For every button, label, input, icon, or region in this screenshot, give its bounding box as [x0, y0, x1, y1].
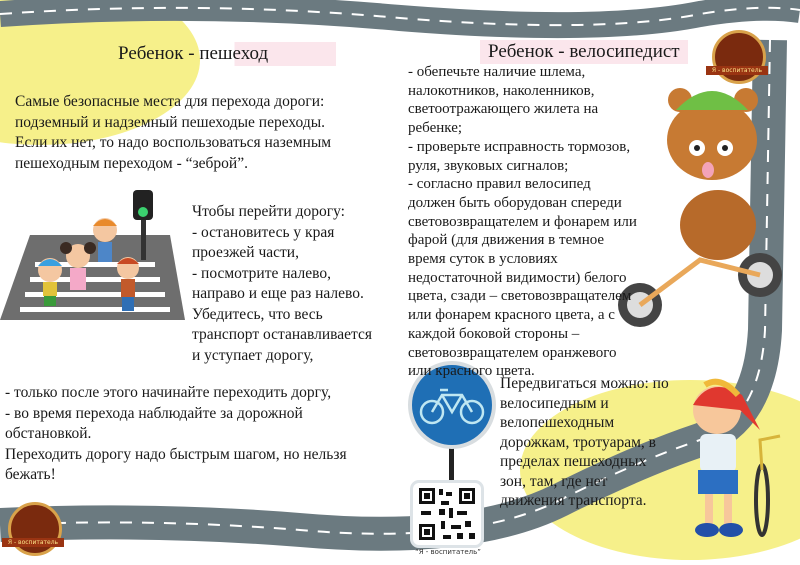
- yellow-blob-top-left: [0, 0, 200, 145]
- pedestrian-intro-text: Самые безопасные места для перехода доро…: [15, 93, 332, 172]
- bear-cyclist-illustration: [618, 88, 782, 327]
- qr-code[interactable]: [413, 483, 481, 545]
- boy-illustration: [693, 378, 781, 537]
- cyclist-section-title: Ребенок - велосипедист: [480, 40, 688, 64]
- crosswalk-illustration: [0, 190, 185, 320]
- brand-logo-top: [712, 30, 766, 84]
- cyclist-rules-text: - обепечьте наличие шлема, налокотников,…: [408, 64, 637, 380]
- brand-logo-bottom: [8, 502, 62, 556]
- pedestrian-steps-text: Чтобы перейти дорогу: - остановитесь у к…: [192, 203, 373, 364]
- pedestrian-outro-text: - только после этого начинайте переходит…: [5, 384, 347, 483]
- brand-logo-ribbon-top: Я - воспитатель: [706, 66, 768, 75]
- pedestrian-section-title: Ребенок - пешеход: [110, 42, 336, 66]
- qr-caption: “Я - воспитатель”: [415, 548, 481, 556]
- brand-logo-ribbon-bottom: Я - воспитатель: [2, 538, 64, 547]
- cyclist-where-text: Передвигаться можно: по велосипедным и в…: [500, 375, 669, 509]
- bicycle-lane-sign: [408, 361, 496, 490]
